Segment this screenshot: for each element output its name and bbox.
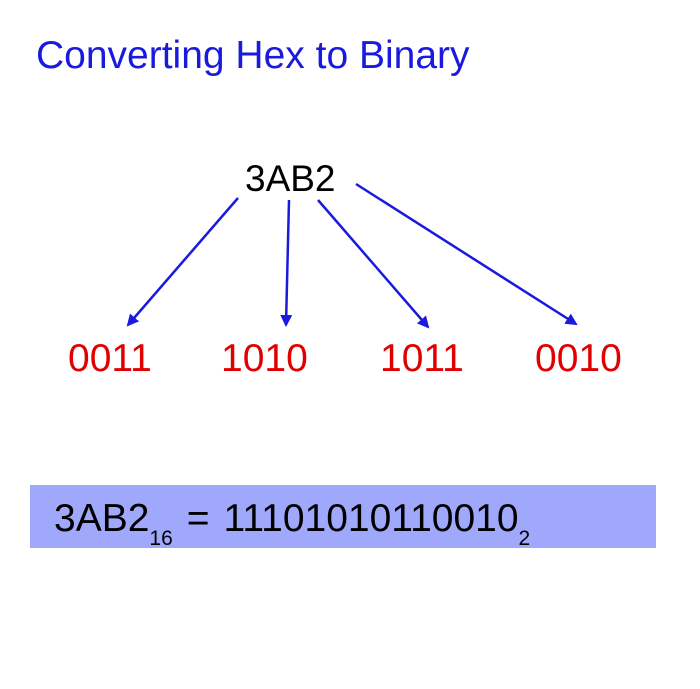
binary-nibble-1: 0011 (68, 337, 152, 380)
result-bar (30, 485, 656, 548)
result-hex: 3AB2 (54, 497, 150, 540)
result-equals: = (186, 497, 210, 540)
binary-nibble-4: 0010 (535, 337, 622, 380)
result-binary-base: 2 (518, 527, 531, 550)
arrow-to-nibble-1 (126, 197, 239, 327)
result-hex-base: 16 (149, 527, 173, 550)
conversion-result: 3AB216 = 111010101100102 (54, 497, 531, 550)
slide-title: Converting Hex to Binary (36, 34, 470, 77)
arrow-to-nibble-2 (280, 199, 293, 327)
result-binary: 11101010110010 (223, 497, 519, 540)
arrow-to-nibble-3 (317, 199, 430, 329)
hex-value: 3AB2 (245, 158, 336, 199)
arrow-to-nibble-4 (355, 182, 578, 326)
binary-nibble-3: 1011 (380, 337, 464, 380)
binary-nibble-2: 1010 (221, 337, 308, 380)
